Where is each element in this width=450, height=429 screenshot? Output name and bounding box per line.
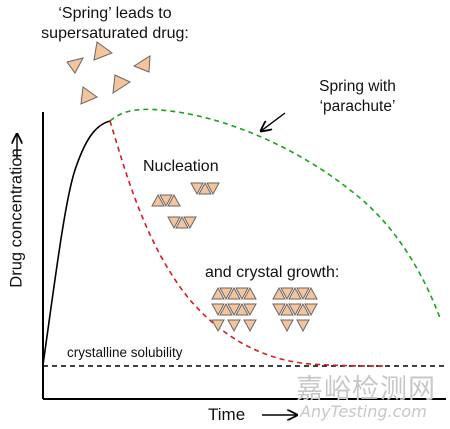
triangle-particle-icon — [93, 41, 114, 61]
triangle-particle-icon — [175, 215, 189, 229]
triangle-particle-icon — [288, 286, 302, 300]
triangle-particle-icon — [211, 319, 225, 333]
triangle-particle-icon — [132, 55, 151, 73]
triangle-particle-icon — [296, 302, 310, 316]
triangle-particle-icon — [219, 287, 233, 301]
triangle-particle-icon — [112, 74, 132, 94]
triangle-particle-icon — [227, 286, 241, 300]
triangle-particle-icon — [211, 303, 225, 317]
triangle-particle-icon — [167, 193, 181, 207]
spring-label-line1: ‘Spring’ leads to — [58, 5, 172, 22]
parachute-label-line1: Spring with — [319, 78, 396, 95]
triangle-particle-icon — [227, 303, 241, 317]
parachute-curve — [109, 108, 441, 319]
triangle-particle-icon — [243, 303, 257, 317]
parachute-label: Spring with ‘parachute’ — [270, 77, 445, 117]
triangle-particle-icon — [280, 319, 294, 333]
triangle-particle-icon — [66, 57, 84, 74]
triangle-particle-icon — [296, 287, 310, 301]
triangle-particle-icon — [235, 302, 249, 316]
parachute-label-line2: ‘parachute’ — [319, 98, 396, 115]
triangle-particle-icon — [183, 216, 197, 230]
triangle-particle-icon — [280, 302, 294, 316]
triangle-particle-icon — [167, 216, 181, 230]
triangle-particle-icon — [219, 302, 233, 316]
triangle-particle-icon — [243, 286, 257, 300]
triangle-particle-icon — [159, 194, 173, 208]
solubility-label: crystalline solubility — [67, 345, 183, 360]
y-axis-label: Drug concentration — [7, 148, 26, 288]
triangle-particle-icon — [272, 303, 286, 317]
spring-label-line2: supersaturated drug: — [41, 25, 189, 42]
nucleation-label: Nucleation — [143, 158, 219, 175]
triangle-particle-icon — [198, 181, 212, 195]
triangle-particle-icon — [206, 182, 220, 196]
triangle-particle-icon — [190, 182, 204, 196]
spring-curve — [42, 120, 111, 366]
triangle-particle-icon — [243, 319, 257, 333]
crystal-clusters — [211, 286, 318, 333]
triangle-particle-icon — [211, 286, 225, 300]
triangle-particle-icon — [296, 319, 310, 333]
triangle-particle-icon — [280, 287, 294, 301]
triangle-particle-icon — [272, 286, 286, 300]
triangle-particle-icon — [304, 286, 318, 300]
watermark-chinese: 嘉峪检测网 — [296, 374, 436, 405]
triangle-particle-icon — [227, 319, 241, 333]
triangle-particle-icon — [80, 86, 99, 105]
x-axis-label: Time — [208, 405, 246, 424]
supersaturated-particles — [66, 41, 151, 105]
triangle-particle-icon — [288, 303, 302, 317]
triangle-particle-icon — [304, 303, 318, 317]
crystal-growth-label: and crystal growth: — [205, 264, 340, 281]
triangle-particle-icon — [151, 193, 165, 207]
watermark-english: AnyTesting.com — [300, 402, 427, 421]
nucleation-clusters — [151, 181, 220, 230]
triangle-particle-icon — [235, 287, 249, 301]
spring-label: ‘Spring’ leads to supersaturated drug: — [0, 4, 230, 44]
arrow-pointer-icon — [261, 112, 286, 131]
